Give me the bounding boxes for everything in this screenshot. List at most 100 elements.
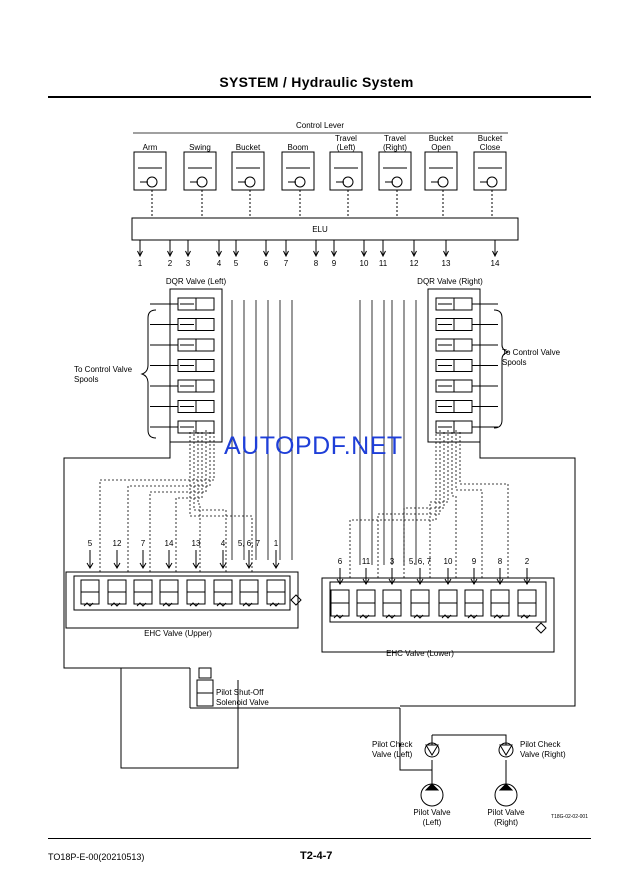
- signal-line-upper-6: [189, 430, 253, 572]
- ehc-upper-label: EHC Valve (Upper): [144, 629, 212, 638]
- ehc-upper-num-6: 5, 6, 7: [238, 539, 261, 548]
- control-lever-title: Control Lever: [296, 121, 344, 130]
- ehc-lower-num-3: 5, 6, 7: [409, 557, 432, 566]
- ehc-lower-num-1: 11: [362, 557, 371, 566]
- elu-output-num-13: 14: [491, 259, 500, 268]
- lever-sublabel-4: (Left): [337, 143, 356, 152]
- lever-handle-icon-5: [391, 176, 403, 188]
- to-spools-right-2: Spools: [502, 358, 526, 367]
- elu-output-num-9: 10: [360, 259, 369, 268]
- elu-output-num-2: 3: [186, 259, 191, 268]
- ehc-lower-num-7: 2: [525, 557, 530, 566]
- ehc-lower-num-5: 9: [472, 557, 477, 566]
- elu-output-num-7: 8: [314, 259, 319, 268]
- lever-handle-icon-7: [486, 176, 498, 188]
- ehc-upper-num-3: 14: [165, 539, 174, 548]
- elu-output-num-5: 6: [264, 259, 269, 268]
- signal-line-lower-4: [451, 430, 457, 578]
- to-spools-left-1: To Control Valve: [74, 365, 133, 374]
- dqr-right-brace: [493, 309, 510, 429]
- signal-line-lower-2: [403, 430, 445, 578]
- elu-label: ELU: [312, 225, 328, 234]
- lever-label-1: Swing: [189, 143, 211, 152]
- elu-output-num-11: 12: [410, 259, 419, 268]
- pilot-check-right-label-1: Pilot Check: [520, 740, 561, 749]
- elu-output-num-10: 11: [379, 259, 388, 268]
- lever-handle-icon-6: [437, 176, 449, 188]
- ehc-upper-num-5: 4: [221, 539, 226, 548]
- signal-line-upper-3: [175, 430, 203, 572]
- ehc-upper-check-icon: [290, 594, 302, 606]
- to-spools-right-1: To Control Valve: [502, 348, 561, 357]
- ehc-lower-num-0: 6: [338, 557, 343, 566]
- elu-output-num-4: 5: [234, 259, 239, 268]
- pilot-shutoff-label-2: Solenoid Valve: [216, 698, 269, 707]
- signal-line-upper-0: [99, 430, 215, 572]
- footer-doc-code: TO18P-E-00(20210513): [48, 852, 145, 862]
- pilot-check-right-label-2: Valve (Right): [520, 750, 566, 759]
- signal-line-upper-2: [149, 430, 207, 572]
- ehc-upper-num-7: 1: [274, 539, 279, 548]
- elu-output-num-1: 2: [168, 259, 173, 268]
- ehc-lower-num-2: 3: [390, 557, 395, 566]
- footer-rule: [48, 838, 591, 839]
- signal-line-upper-1: [127, 430, 211, 572]
- dqr-left-label: DQR Valve (Left): [166, 277, 227, 286]
- signal-line-lower-1: [377, 430, 441, 578]
- pilot-valve-left-label-2: (Left): [423, 818, 442, 827]
- pilot-check-left-label-2: Valve (Left): [372, 750, 413, 759]
- lever-box-0: [133, 151, 167, 191]
- signal-line-upper-4: [197, 430, 201, 572]
- dqr-left-brace: [140, 309, 157, 439]
- elu-output-num-6: 7: [284, 259, 289, 268]
- lever-box-1: [183, 151, 217, 191]
- pilot-valve-right-label-1: Pilot Valve: [487, 808, 525, 817]
- lever-handle-icon-3: [294, 176, 306, 188]
- ehc-lower-num-4: 10: [444, 557, 453, 566]
- pilot-shutoff-label-1: Pilot Shut-Off: [216, 688, 264, 697]
- lever-label-7: Bucket: [478, 134, 503, 143]
- figure-code: T18G-02-02-001: [551, 814, 588, 820]
- elu-output-num-0: 1: [138, 259, 143, 268]
- lever-label-4: Travel: [335, 134, 357, 143]
- lever-handle-icon-2: [244, 176, 256, 188]
- elu-output-num-3: 4: [217, 259, 222, 268]
- pilot-check-left-icon: [425, 744, 439, 756]
- lever-label-3: Boom: [288, 143, 309, 152]
- lever-sublabel-5: (Right): [383, 143, 407, 152]
- elu-output-num-8: 9: [332, 259, 337, 268]
- lever-box-5: [378, 151, 412, 191]
- signal-line-lower-6: [459, 430, 509, 578]
- footer-page-number: T2-4-7: [300, 850, 333, 862]
- lever-label-0: Arm: [143, 143, 158, 152]
- lever-box-2: [231, 151, 265, 191]
- ehc-lower-num-6: 8: [498, 557, 503, 566]
- ehc-upper-num-2: 7: [141, 539, 146, 548]
- lever-box-7: [473, 151, 507, 191]
- signal-line-lower-5: [455, 430, 483, 578]
- lever-box-3: [281, 151, 315, 191]
- elu-output-num-12: 13: [442, 259, 451, 268]
- pilot-check-right-icon: [499, 744, 513, 756]
- to-spools-left-2: Spools: [74, 375, 98, 384]
- lever-label-2: Bucket: [236, 143, 261, 152]
- lever-label-6: Bucket: [429, 134, 454, 143]
- pilot-valve-left-label-1: Pilot Valve: [413, 808, 451, 817]
- ehc-upper-num-0: 5: [88, 539, 93, 548]
- signal-line-lower-0: [349, 430, 437, 578]
- ehc-upper-num-4: 13: [192, 539, 201, 548]
- ehc-lower-label: EHC Valve (Lower): [386, 649, 454, 658]
- lever-box-4: [329, 151, 363, 191]
- ehc-upper-num-1: 12: [113, 539, 122, 548]
- watermark: AUTOPDF.NET: [224, 432, 403, 460]
- pilot-valve-right-label-2: (Right): [494, 818, 518, 827]
- lever-handle-icon-4: [342, 176, 354, 188]
- pilot-check-left-label-1: Pilot Check: [372, 740, 413, 749]
- header-rule: [48, 96, 591, 98]
- dqr-right-label: DQR Valve (Right): [417, 277, 483, 286]
- lever-box-6: [424, 151, 458, 191]
- lever-handle-icon-1: [196, 176, 208, 188]
- page-title: SYSTEM / Hydraulic System: [219, 74, 414, 90]
- lever-sublabel-6: Open: [431, 143, 451, 152]
